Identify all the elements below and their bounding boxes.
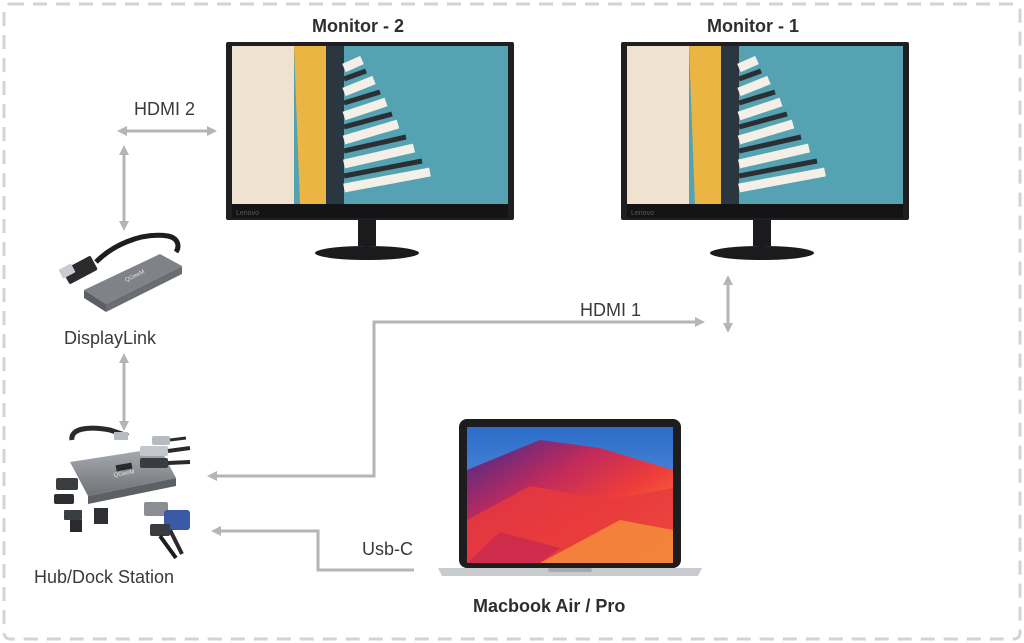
monitor-2-brand: Lenovo (236, 210, 259, 217)
monitor-2 (226, 42, 514, 260)
usb-c-label: Usb-C (362, 539, 414, 559)
hub-brand: QGeeM (113, 469, 135, 479)
macbook-label: Macbook Air / Pro (473, 596, 626, 616)
connection-arrows (117, 126, 733, 572)
monitor-2-title: Monitor - 2 (312, 16, 404, 36)
hdmi-1-label: HDMI 1 (580, 300, 642, 320)
usb-c-route (211, 526, 414, 572)
hdmi-1-route (207, 317, 705, 481)
displaylink-adapter: QGeeM (58, 232, 182, 312)
macbook (438, 419, 702, 576)
hdmi-2-label: HDMI 2 (134, 99, 196, 119)
monitor-1-title: Monitor - 1 (707, 16, 799, 36)
displaylink-label: DisplayLink (64, 328, 157, 348)
hub-label: Hub/Dock Station (34, 567, 175, 587)
monitor-1-brand: Lenovo (631, 210, 654, 217)
monitor-1 (621, 42, 909, 260)
hub-dock-station: QGeeM (54, 425, 191, 560)
